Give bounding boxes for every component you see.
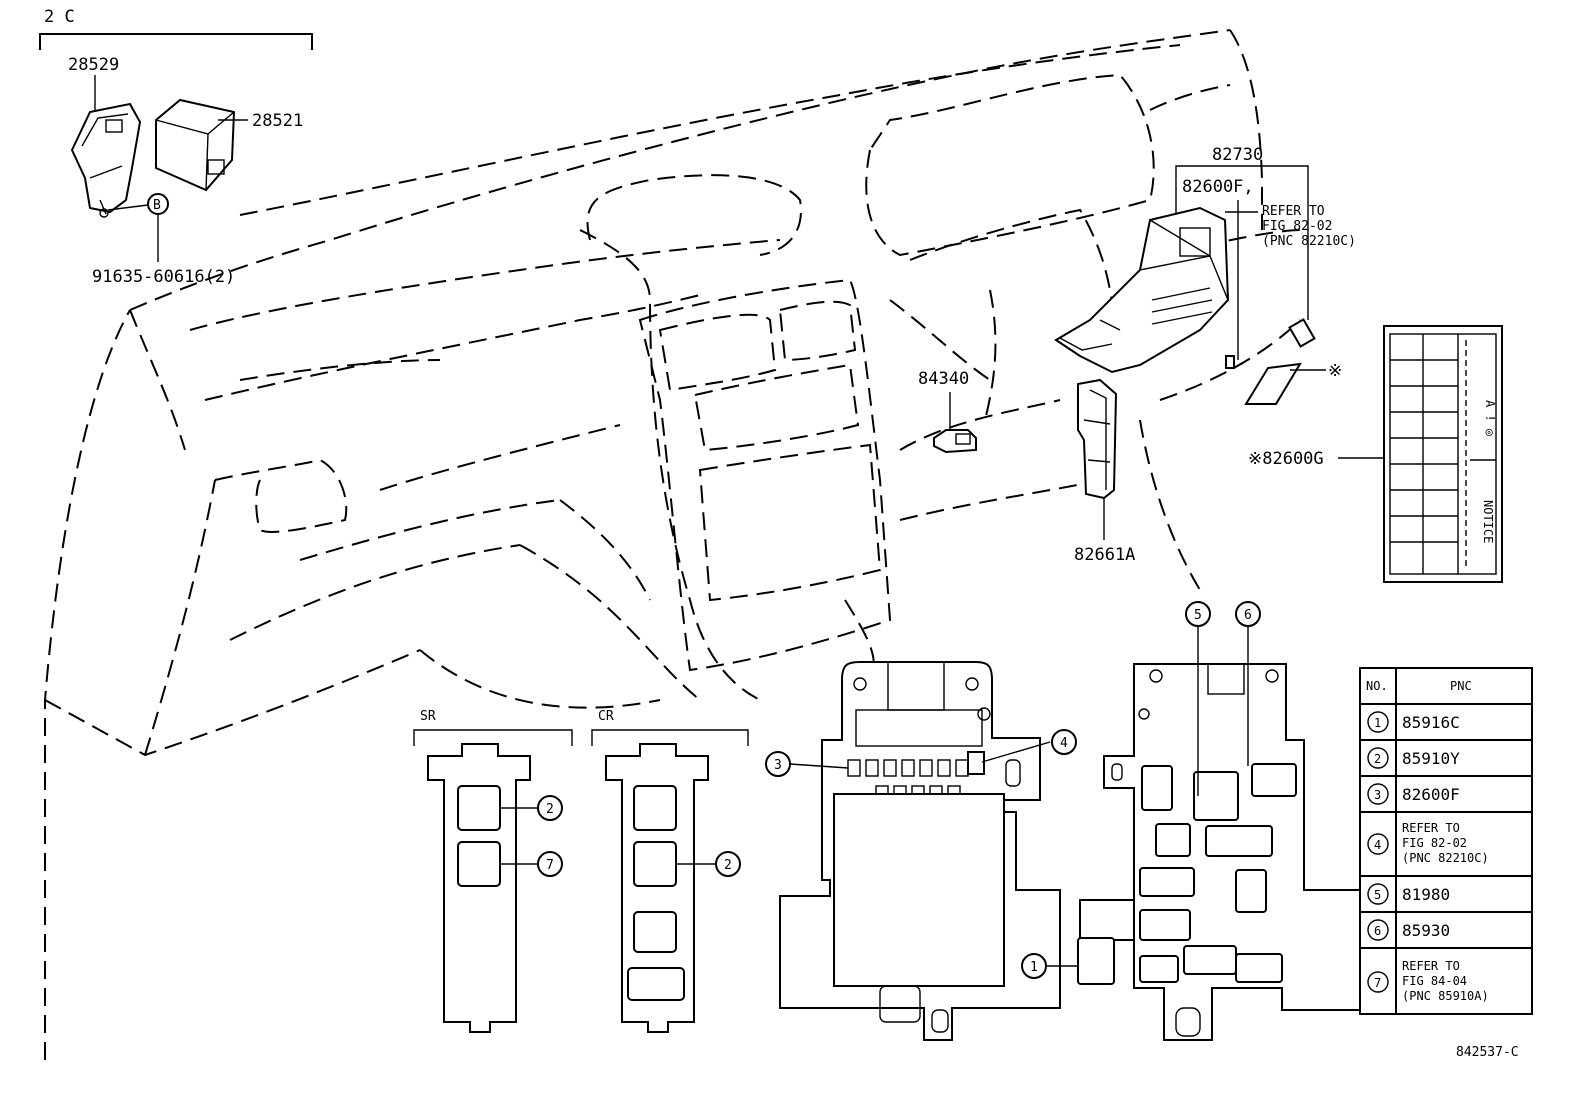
- table-row-pnc: FIG 84-04: [1402, 974, 1467, 988]
- bolt-marker-label: B: [153, 198, 161, 213]
- table-row: 4 REFER TO FIG 82-02 (PNC 82210C): [1367, 821, 1489, 865]
- part-label-84340: 84340: [918, 369, 969, 389]
- table-row-pnc: (PNC 82210C): [1402, 851, 1489, 865]
- table-row-pnc: 85930: [1402, 921, 1450, 940]
- mark-only: ※: [1328, 361, 1342, 381]
- svg-text:6: 6: [1374, 924, 1381, 938]
- figure-code: 842537-C: [1456, 1045, 1519, 1060]
- svg-text:3: 3: [1374, 788, 1381, 802]
- caution-label-82600g: ※ ※82600G A ! ◎ NOTICE: [1244, 325, 1503, 583]
- svg-text:4: 4: [1374, 838, 1381, 852]
- relay-box-28521: [155, 98, 236, 192]
- table-row-pnc: 85916C: [1402, 713, 1460, 732]
- callout-7: [537, 851, 563, 877]
- callout-1: [1021, 953, 1047, 979]
- callout-2-sr-text: 2: [546, 802, 554, 817]
- fuse-row-top: [847, 759, 969, 777]
- callout-4-text: 4: [1060, 736, 1068, 751]
- table-row: 5 81980: [1367, 883, 1450, 905]
- table-row: 2 85910Y: [1367, 747, 1460, 769]
- table-row-pnc: 82600F: [1402, 785, 1460, 804]
- junction-block-group: 82730 82600F, REFER TO FIG 82-02 (PNC 82…: [1054, 145, 1356, 374]
- callout-6-text: 6: [1244, 608, 1252, 623]
- table-row: 6 85930: [1367, 919, 1450, 941]
- group-2c: 2 C 28529 28521 B 91635-60616(2): [39, 7, 313, 287]
- cr-relay-bracket: CR: [591, 709, 749, 1033]
- part-label-82661a: 82661A: [1074, 545, 1135, 565]
- part-label-82730: 82730: [1212, 145, 1263, 165]
- computer-module-28529: [70, 102, 142, 218]
- refer-top-line2: FIG 82-02: [1262, 219, 1332, 234]
- part-label-82600g: ※82600G: [1248, 449, 1324, 469]
- table-row-pnc: 81980: [1402, 885, 1450, 904]
- callout-4: [1051, 729, 1077, 755]
- junction-block-front: [779, 661, 1061, 1041]
- callout-2-cr: [715, 851, 741, 877]
- callout-2-cr-text: 2: [724, 858, 732, 873]
- table-row: 7 REFER TO FIG 84-04 (PNC 85910A): [1367, 959, 1489, 1003]
- notice-icons: A ! ◎: [1483, 400, 1497, 436]
- dashboard-outline: [44, 29, 1301, 1060]
- callout-5-text: 5: [1194, 608, 1202, 623]
- group-label: 2 C: [44, 7, 75, 27]
- bracket-82661a: 82661A: [1074, 378, 1135, 565]
- callout-2-sr: [537, 795, 563, 821]
- table-row-pnc: (PNC 85910A): [1402, 989, 1489, 1003]
- svg-text:7: 7: [1374, 976, 1381, 990]
- refer-top-line3: (PNC 82210C): [1262, 234, 1356, 249]
- table-row: 3 82600F: [1367, 783, 1460, 805]
- callout-1-text: 1: [1030, 960, 1038, 975]
- callout-6: [1235, 601, 1261, 627]
- part-label-82600f: 82600F,: [1182, 177, 1254, 197]
- part-label-28529: 28529: [68, 55, 119, 75]
- table-row: 1 85916C: [1367, 711, 1460, 733]
- table-row-pnc: REFER TO: [1402, 821, 1460, 835]
- junction-block-82730: [1054, 206, 1230, 374]
- table-row-pnc: FIG 82-02: [1402, 836, 1467, 850]
- table-header-no: NO.: [1366, 679, 1388, 693]
- callouts: 1 2 2 3 4 5 6 7: [537, 601, 1261, 979]
- callout-3: [765, 751, 791, 777]
- refer-top-line1: REFER TO: [1262, 204, 1325, 219]
- stop-lamp-switch-84340: 84340: [918, 369, 977, 454]
- variant-label-cr: CR: [598, 709, 614, 724]
- callout-3-text: 3: [774, 758, 782, 773]
- callout-7-text: 7: [546, 858, 554, 873]
- sr-relay-bracket: SR: [413, 709, 573, 1033]
- variant-label-sr: SR: [420, 709, 436, 724]
- callout-5: [1185, 601, 1211, 627]
- table-row-pnc: REFER TO: [1402, 959, 1460, 973]
- table-header-pnc: PNC: [1450, 679, 1472, 693]
- part-label-28521: 28521: [252, 111, 303, 131]
- table-row-pnc: 85910Y: [1402, 749, 1460, 768]
- notice-text: NOTICE: [1481, 500, 1495, 543]
- svg-text:5: 5: [1374, 888, 1381, 902]
- svg-text:1: 1: [1374, 716, 1381, 730]
- part-label-91635: 91635-60616(2): [92, 267, 235, 287]
- pnc-table: NO. PNC 1 85916C 2 85910Y 3 82600F 4 REF…: [1359, 667, 1533, 1015]
- relay-block-right: [1046, 626, 1361, 1041]
- svg-text:2: 2: [1374, 752, 1381, 766]
